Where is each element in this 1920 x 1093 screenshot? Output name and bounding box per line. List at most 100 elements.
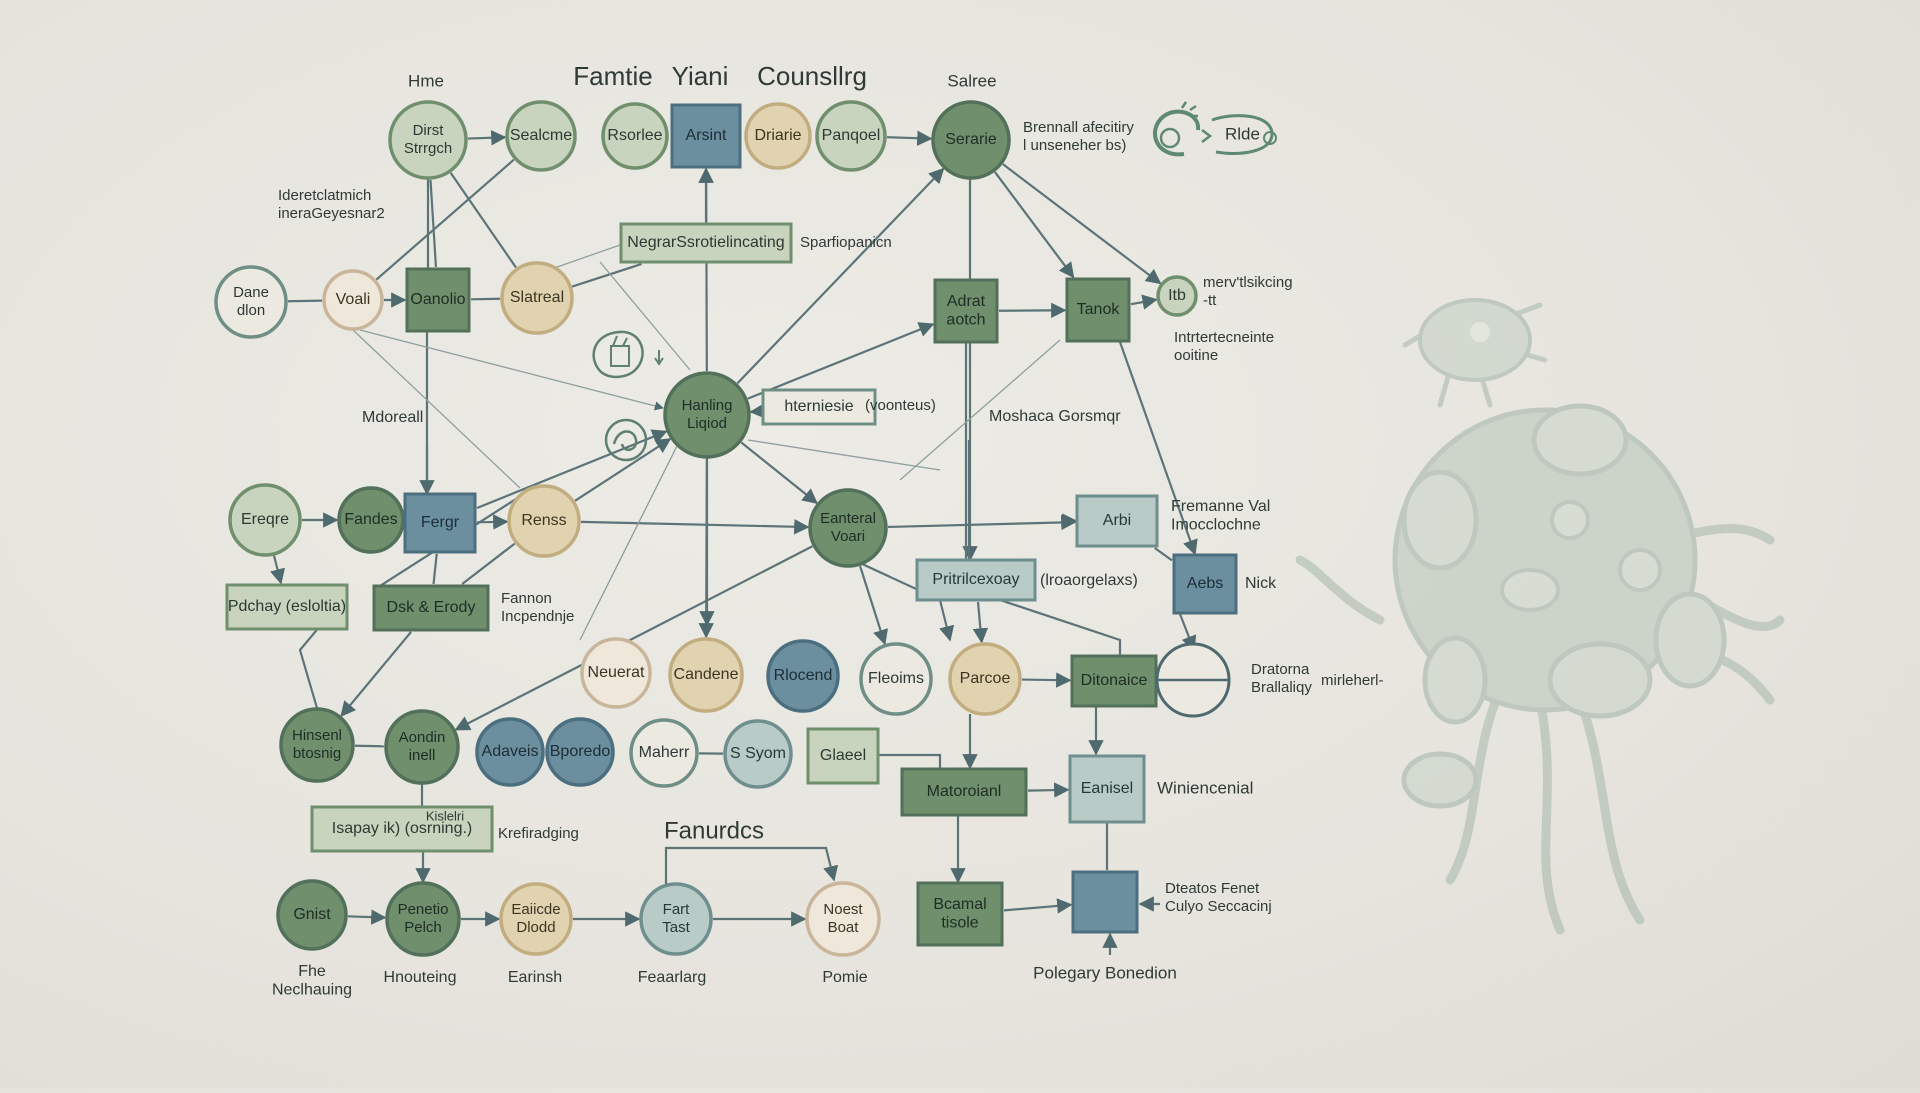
node-hterniesie: hterniesie [763, 390, 875, 424]
label-polegary-text: Polegary Bonedion [1033, 963, 1177, 982]
edge-renss-eaneral [581, 522, 808, 527]
label-hterniesie_suffix-text: (voonteus) [865, 397, 936, 414]
label-h3-text: Yiani [672, 61, 729, 91]
edge-oanolio-slatreal [471, 299, 500, 300]
node-tb: Itb [1158, 277, 1196, 315]
node-aondin-text: inell [409, 747, 436, 764]
line-glaeel-matoroianl [878, 755, 940, 768]
label-ride-text: Rlde [1225, 124, 1260, 143]
line-arbi-parcoe [1000, 600, 1120, 656]
label-winenclal-text: Winiencenial [1157, 778, 1253, 797]
node-pdchay-text: Pdchay (esloltia) [228, 598, 346, 615]
node-lsapay-caption-text: Kislelri [426, 808, 464, 823]
node-beamal: Bcamal tisole [918, 883, 1002, 945]
thin-voali-hanting [360, 330, 663, 408]
edge-dsk-fergr [434, 554, 437, 584]
node-oanolio-text: Oanolio [410, 291, 465, 308]
label-mirleher-text: mirleherl- [1321, 672, 1384, 689]
label-lroaorg: (lroaorgelaxs) [1040, 572, 1138, 589]
node-eaneral-text: Eanteral [820, 510, 876, 527]
node-adaveis: Adaveis [477, 719, 543, 785]
node-fleoims: Fleoims [861, 644, 931, 714]
edge-sealcme-voali [376, 160, 514, 280]
label-brennal-text: Brennall afecitiry [1023, 119, 1134, 136]
node-beamal-text: tisole [941, 915, 978, 932]
node-eaiicde-text: Dlodd [516, 919, 555, 936]
node-hanting-text: Hanling [682, 397, 733, 414]
node-gnist-text: Gnist [293, 906, 331, 923]
node-arsint-text: Arsint [686, 127, 727, 144]
edge-dirst-oanolio [430, 180, 435, 267]
node-rlocend: Rlocend [768, 641, 838, 711]
label-h5-text: Salree [947, 71, 996, 90]
node-ditonaice-text: Ditonaice [1081, 672, 1148, 689]
node-renss: Renss [509, 486, 579, 556]
node-neuerat: Neuerat [582, 639, 650, 707]
edge-gnist-penetio [348, 916, 385, 917]
label-h5: Salree [947, 71, 996, 90]
node-fandes-text: Fandes [344, 511, 397, 528]
node-aondin-text: Aondin [399, 729, 446, 746]
label-fremanne-text: Fremanne Val [1171, 498, 1270, 515]
node-adrat-text: Adrat [947, 293, 986, 310]
node-voali: Voali [324, 271, 382, 329]
node-sealcme-text: Sealcme [510, 127, 572, 144]
label-hnouteing: Hnouteing [384, 969, 457, 986]
label-merv-text: -tt [1203, 292, 1217, 309]
node-dsk: Dsk & Erody [374, 586, 488, 630]
edge-adrat-tanok [999, 310, 1065, 311]
label-pomie: Pomie [822, 969, 867, 986]
label-fhe-text: Neclhauing [272, 982, 352, 999]
node-oanolio: Oanolio [407, 269, 469, 331]
node-panqoel: Panqoel [817, 102, 885, 170]
edge-parcoe-ditonaice [1022, 680, 1070, 681]
node-beamal-text: Bcamal [933, 896, 986, 913]
label-h3: Yiani [672, 61, 729, 91]
label-h6: Fanurdcs [664, 817, 764, 844]
node-noest-text: Noest [823, 901, 863, 918]
node-lsapay-caption: Kislelri [426, 808, 464, 823]
label-dteatos-text: Dteatos Fenet [1165, 880, 1260, 897]
node-dane-text: dlon [237, 302, 265, 319]
node-fergr: Fergr [405, 494, 475, 552]
label-earinsh-text: Earinsh [508, 969, 562, 986]
node-penetio-text: Penetio [398, 901, 449, 918]
label-fhe-text: Fhe [298, 963, 326, 980]
node-fergr-text: Fergr [421, 514, 460, 531]
label-h2: Famtie [573, 61, 652, 91]
arrow-fart-up [666, 848, 834, 884]
node-parcoe-text: Parcoe [960, 670, 1011, 687]
label-dteatos-text: Culyo Seccacinj [1165, 898, 1272, 915]
label-mirleher: mirleherl- [1321, 672, 1384, 689]
blank-square-node [1073, 872, 1137, 932]
small-microbe-illustration [1405, 300, 1545, 405]
node-fart-text: Tast [662, 919, 690, 936]
thin-hanting-pritrilce [748, 440, 940, 470]
node-adaveis-text: Adaveis [482, 743, 539, 760]
label-ideretcl-text: Ideretclatmich [278, 187, 371, 204]
node-arbi-text: Arbi [1103, 512, 1131, 529]
node-tanok-text: Tanok [1077, 301, 1121, 318]
label-polegary: Polegary Bonedion [1033, 963, 1177, 982]
edge-eaneral-fleoims [860, 566, 885, 644]
node-gnist: Gnist [278, 881, 346, 949]
microbe-illustration [1300, 406, 1780, 930]
node-candene-text: Candene [674, 666, 739, 683]
node-dirst-text: Dirst [413, 122, 445, 139]
edge-hterniesie-hanting [751, 411, 761, 412]
node-fart-text: Fart [663, 901, 691, 918]
label-mdoreall: Mdoreall [362, 409, 423, 426]
node-ditonaice: Ditonaice [1072, 656, 1156, 706]
label-nick-text: Nick [1245, 575, 1277, 592]
node-eaiicde-text: Eaiicde [511, 901, 560, 918]
node-dane-text: Dane [233, 284, 269, 301]
node-pdchay: Pdchay (esloltia) [227, 585, 347, 629]
label-ideretcl-text: ineraGeyesnar2 [278, 205, 385, 222]
node-hterniesie-text: hterniesie [784, 398, 853, 415]
